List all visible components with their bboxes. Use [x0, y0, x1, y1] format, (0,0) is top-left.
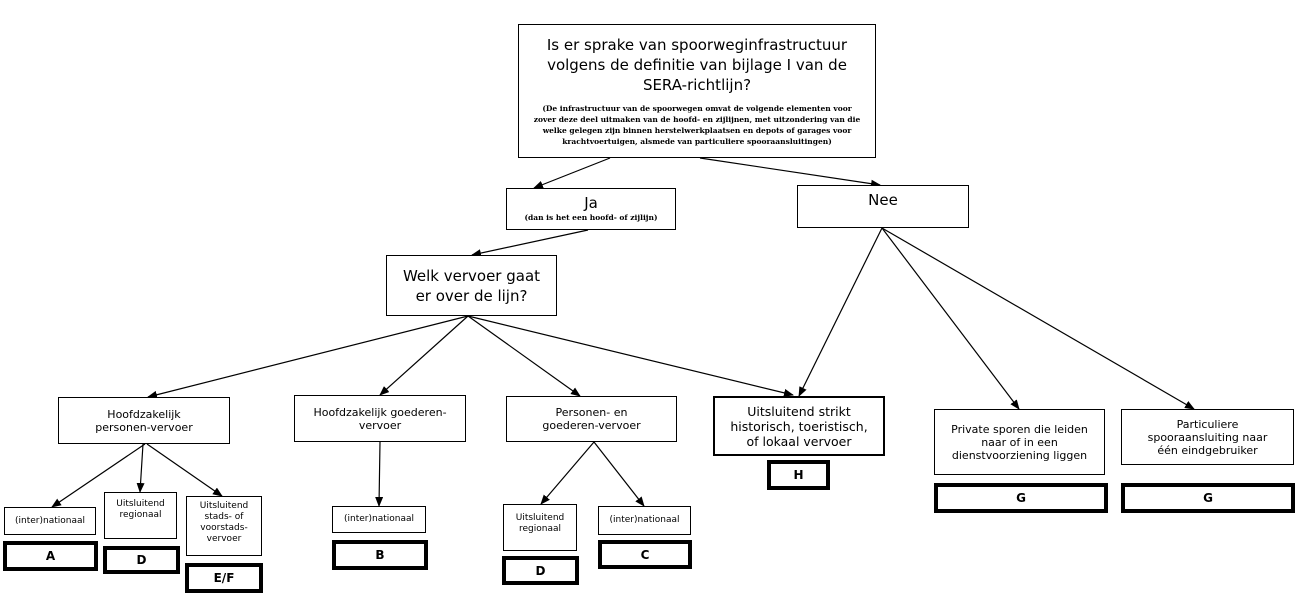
leaf-personen-regionaal-label: Uitsluitend regionaal: [116, 499, 165, 520]
leaf-gemengd-regionaal-label: Uitsluitend regionaal: [515, 513, 565, 534]
arrow-nee-private: [881, 227, 1020, 410]
nee-box: Nee: [797, 185, 969, 228]
arrow-vervoer-historisch: [467, 315, 794, 397]
leaf-personen-stads-label: Uitsluitend stads- of voorstads-vervoer: [199, 501, 249, 544]
category-historisch: Uitsluitend strikt historisch, toeristis…: [713, 396, 885, 456]
arrow-vervoer-personen: [147, 315, 469, 399]
root-question-box: Is er sprake van spoorweginfrastructuur …: [518, 24, 876, 158]
code-D-personen: D: [103, 546, 180, 574]
arrow-nee-particulier: [881, 227, 1195, 410]
arrow-goederen-int: [375, 441, 384, 507]
code-B: B: [332, 540, 428, 570]
leaf-gemengd-international-label: (inter)nationaal: [609, 515, 680, 525]
leaf-goederen-international: (inter)nationaal: [332, 506, 426, 533]
arrow-personen-int: [51, 443, 146, 508]
code-C: C: [598, 540, 692, 569]
category-personen-label: Hoofdzakelijk personen-vervoer: [95, 407, 193, 434]
code-EF: E/F: [185, 563, 263, 593]
vervoer-question-box: Welk vervoer gaat er over de lijn?: [386, 255, 557, 316]
vervoer-question: Welk vervoer gaat er over de lijn?: [402, 266, 541, 305]
arrow-personen-reg: [136, 443, 145, 493]
arrow-root-nee: [699, 157, 881, 188]
ja-box: Ja (dan is het een hoofd- of zijlijn): [506, 188, 676, 230]
leaf-personen-international-label: (inter)nationaal: [15, 515, 85, 526]
code-D-gemengd: D: [502, 556, 579, 585]
ja-label: Ja: [584, 194, 598, 212]
leaf-gemengd-regionaal: Uitsluitend regionaal: [503, 504, 577, 551]
arrow-gemengd-reg: [540, 441, 595, 505]
arrow-ja-vervoer: [471, 229, 589, 258]
category-gemengd-label: Personen- en goederen-vervoer: [542, 406, 641, 432]
leaf-goederen-international-label: (inter)nationaal: [344, 514, 414, 524]
arrow-root-ja: [533, 157, 611, 189]
category-private: Private sporen die leiden naar of in een…: [934, 409, 1105, 475]
root-note: (De infrastructuur van de spoorwegen omv…: [533, 104, 861, 146]
leaf-gemengd-international: (inter)nationaal: [598, 506, 691, 535]
code-G-particulier: G: [1121, 483, 1295, 513]
code-A: A: [3, 541, 98, 571]
leaf-personen-international: (inter)nationaal: [4, 507, 96, 535]
arrow-gemengd-int: [593, 441, 645, 507]
category-private-label: Private sporen die leiden naar of in een…: [951, 422, 1088, 462]
nee-label: Nee: [868, 191, 898, 209]
category-particulier: Particuliere spooraansluiting naar één e…: [1121, 409, 1294, 465]
code-H: H: [767, 460, 830, 490]
arrow-personen-stads: [146, 443, 223, 497]
arrow-nee-historisch: [798, 227, 883, 397]
arrow-vervoer-goederen: [379, 315, 469, 396]
category-gemengd: Personen- en goederen-vervoer: [506, 396, 677, 442]
category-goederen: Hoofdzakelijk goederen-vervoer: [294, 395, 466, 442]
category-personen: Hoofdzakelijk personen-vervoer: [58, 397, 230, 444]
leaf-personen-stads: Uitsluitend stads- of voorstads-vervoer: [186, 496, 262, 556]
category-goederen-label: Hoofdzakelijk goederen-vervoer: [313, 405, 447, 432]
ja-note: (dan is het een hoofd- of zijlijn): [524, 213, 658, 222]
category-particulier-label: Particuliere spooraansluiting naar één e…: [1147, 417, 1268, 457]
code-G-private: G: [934, 483, 1108, 513]
leaf-personen-regionaal: Uitsluitend regionaal: [104, 492, 177, 539]
arrow-vervoer-gemengd: [467, 315, 581, 397]
root-question: Is er sprake van spoorweginfrastructuur …: [546, 36, 848, 94]
category-historisch-label: Uitsluitend strikt historisch, toeristis…: [730, 403, 868, 449]
